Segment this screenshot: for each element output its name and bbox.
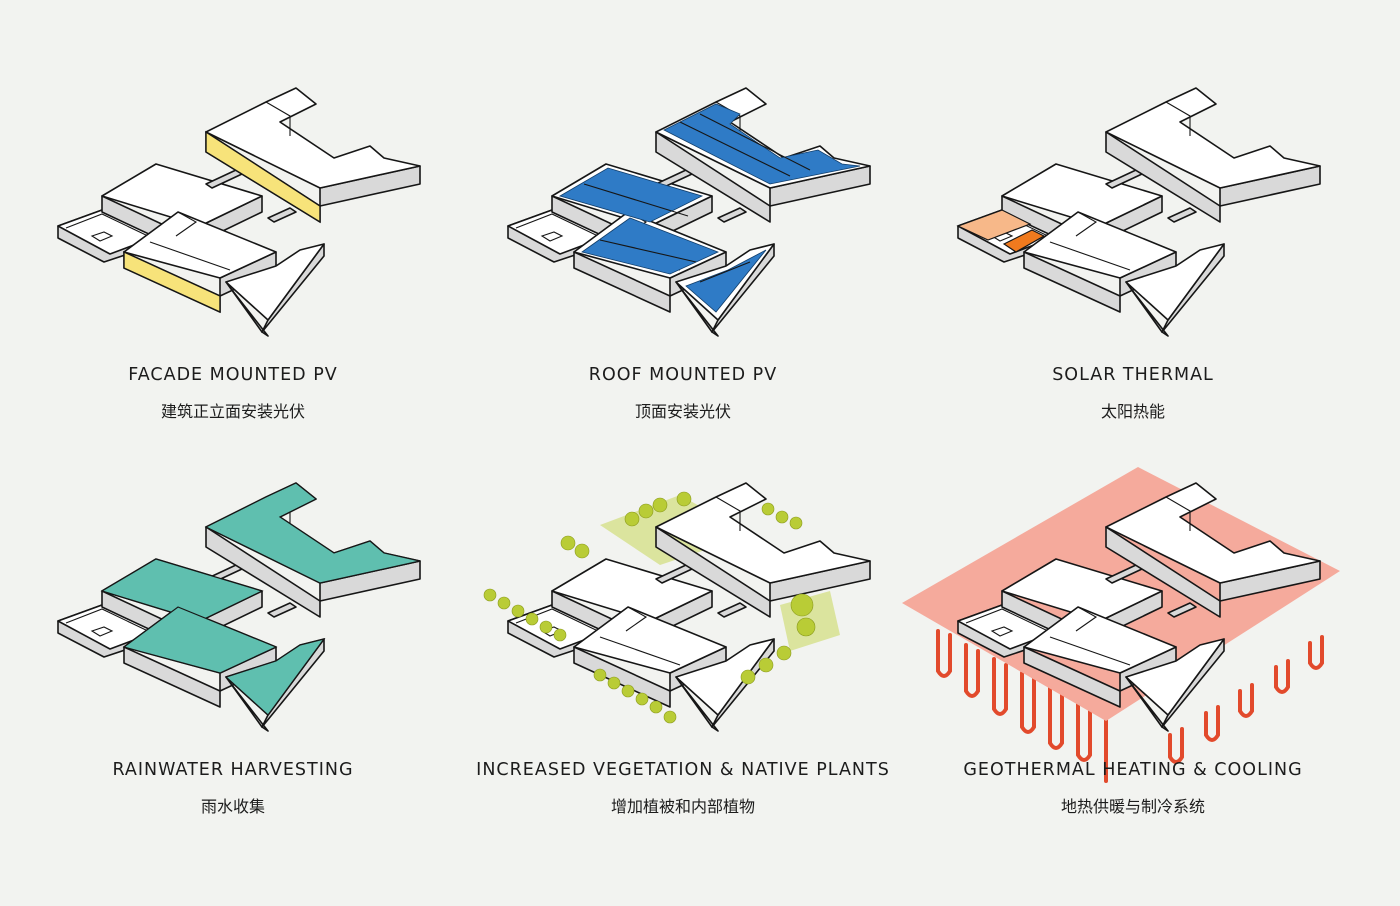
- vegetation-diagram: [483, 482, 871, 732]
- geothermal-loops: [936, 629, 1324, 783]
- tree-cluster-right: [740, 593, 816, 685]
- rain-roof-left: [100, 558, 264, 622]
- panel-geothermal: GEOTHERMAL HEATING & COOLING 地热供暖与制冷系统: [900, 395, 1366, 848]
- panel-roof-pv: ROOF MOUNTED PV 顶面安装光伏: [450, 0, 916, 453]
- geothermal-diagram: [902, 467, 1340, 783]
- roof-pv-diagram: [507, 87, 871, 337]
- caption-subtitle: 太阳热能: [1100, 402, 1165, 421]
- facade-pv-lower: [123, 250, 221, 314]
- panel-solar-thermal: SOLAR THERMAL 太阳热能: [900, 0, 1366, 453]
- panel-facade-pv: FACADE MOUNTED PV 建筑正立面安装光伏: [0, 0, 466, 453]
- rain-roof-back: [204, 482, 421, 584]
- pv-array-front: [581, 217, 720, 275]
- caption-title: INCREASED VEGETATION & NATIVE PLANTS: [476, 760, 890, 780]
- pv-array-back: [663, 103, 861, 185]
- caption-subtitle: 建筑正立面安装光伏: [160, 402, 305, 421]
- panel-vegetation: INCREASED VEGETATION & NATIVE PLANTS 增加植…: [450, 395, 916, 848]
- rain-roof-wing: [224, 638, 326, 716]
- caption-title: RAINWATER HARVESTING: [112, 760, 354, 780]
- tree-cluster-back: [560, 491, 803, 559]
- solar-thermal-diagram: [956, 87, 1321, 337]
- caption-subtitle: 地热供暖与制冷系统: [1060, 797, 1205, 816]
- caption-subtitle: 雨水收集: [200, 797, 265, 816]
- panel-rainwater: RAINWATER HARVESTING 雨水收集: [0, 395, 466, 848]
- caption-subtitle: 增加植被和内部植物: [610, 797, 755, 816]
- caption-title: ROOF MOUNTED PV: [588, 365, 778, 385]
- caption-title: FACADE MOUNTED PV: [128, 365, 338, 385]
- caption-title: SOLAR THERMAL: [1052, 365, 1214, 385]
- solar-thermal-collector: [956, 209, 1032, 241]
- rain-roof-front: [122, 606, 278, 674]
- solar-thermal-tank: [1002, 229, 1046, 253]
- facade-pv-diagram: [57, 87, 421, 337]
- tree-cluster-left: [483, 588, 677, 724]
- facade-pv-upper: [205, 130, 321, 224]
- rainwater-diagram: [57, 482, 421, 732]
- caption-subtitle: 顶面安装光伏: [634, 402, 731, 421]
- pv-array-wing: [685, 249, 767, 313]
- pv-array-left: [558, 167, 704, 223]
- caption-title: GEOTHERMAL HEATING & COOLING: [963, 760, 1303, 780]
